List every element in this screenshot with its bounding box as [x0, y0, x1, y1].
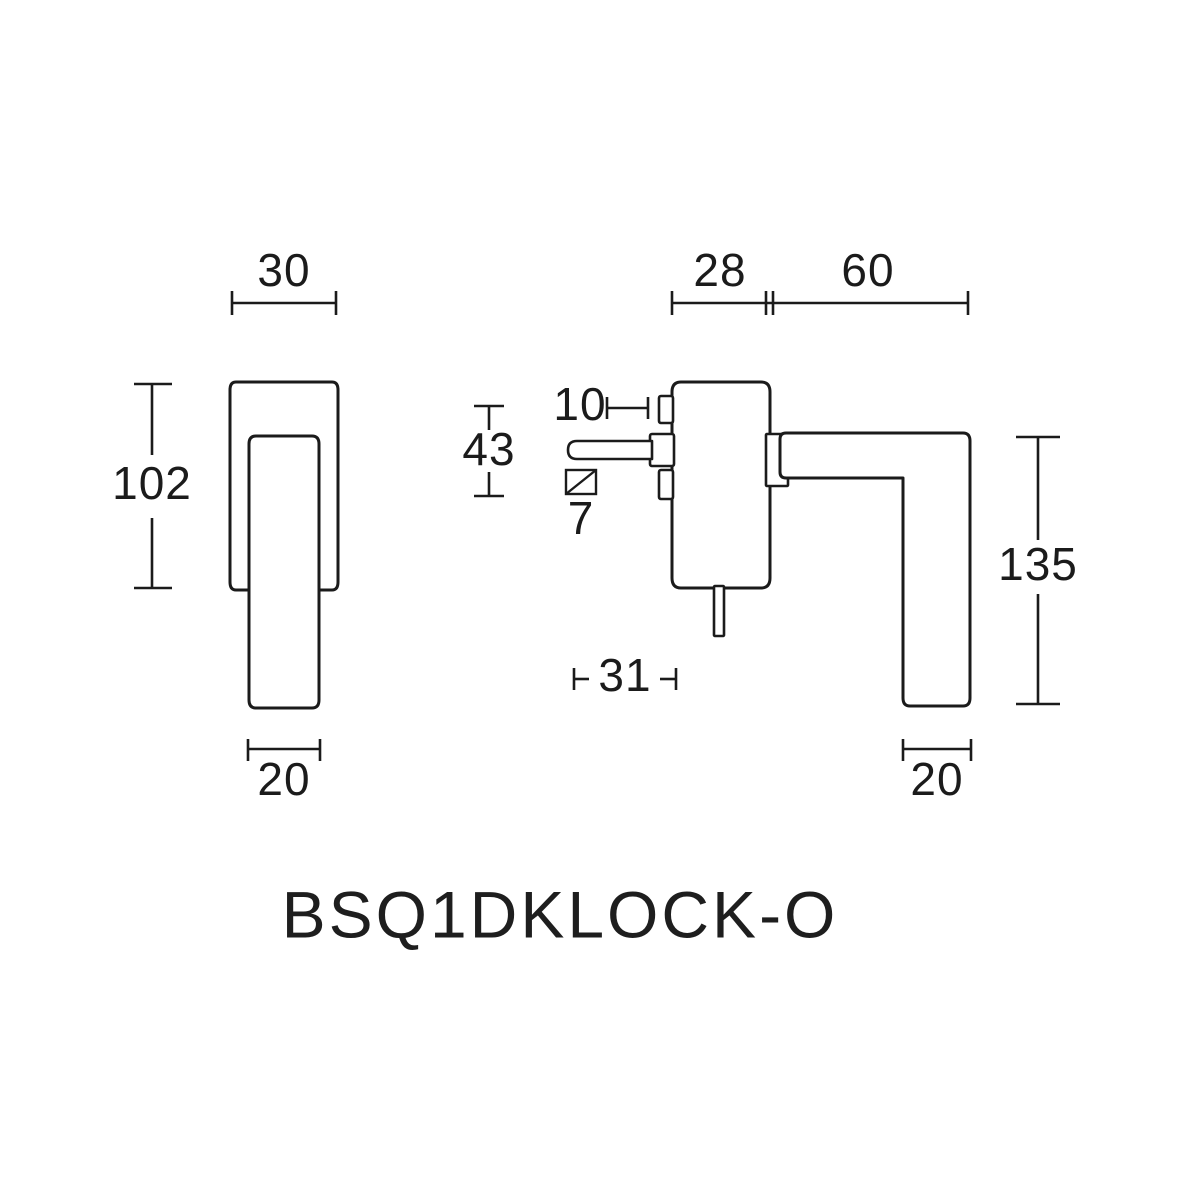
dimension-10-label: 10 [553, 378, 606, 430]
square-section-symbol-icon [564, 468, 598, 496]
dimension-10-group: 10 [553, 378, 650, 430]
dimension-31-label: 31 [598, 649, 651, 701]
dimension-30-label: 30 [257, 244, 310, 296]
square-section-symbol-slash [565, 469, 597, 495]
dimension-20-right-group: 20 [901, 739, 973, 805]
dimension-30-group: 30 [230, 244, 338, 315]
front-view-group [228, 380, 340, 710]
dimension-20-left-label: 20 [257, 753, 310, 805]
dimension-60-label: 60 [841, 244, 894, 296]
dimension-102-label: 102 [112, 457, 192, 509]
dimension-135-group: 135 [998, 435, 1078, 706]
side-view-rosette-body [670, 380, 772, 590]
dimension-43-label: 43 [462, 423, 515, 475]
dimension-43-group: 43 [462, 404, 515, 498]
front-view-handle-shaft [247, 434, 321, 710]
side-view-bottom-pin [712, 584, 726, 638]
side-view-group [566, 380, 972, 708]
dimension-28-label: 28 [693, 244, 746, 296]
dimension-28-60-group: 28 60 [670, 244, 970, 315]
dimension-7-group: 7 [564, 468, 598, 544]
side-view-tab-upper [657, 394, 675, 425]
dimension-7-label: 7 [568, 492, 595, 544]
side-view-handle-arm [778, 431, 972, 708]
side-view-spindle-shaft [566, 439, 654, 461]
dimension-135-label: 135 [998, 538, 1078, 590]
drawing-title: BSQ1DKLOCK-O [282, 877, 839, 951]
dimension-20-left-group: 20 [246, 739, 322, 805]
dimension-31-group: 31 [572, 649, 678, 701]
dimension-102-group: 102 [112, 382, 192, 590]
side-view-tab-lower [657, 468, 675, 501]
side-view-spindle-collar [648, 432, 676, 468]
dimension-20-right-label: 20 [910, 753, 963, 805]
